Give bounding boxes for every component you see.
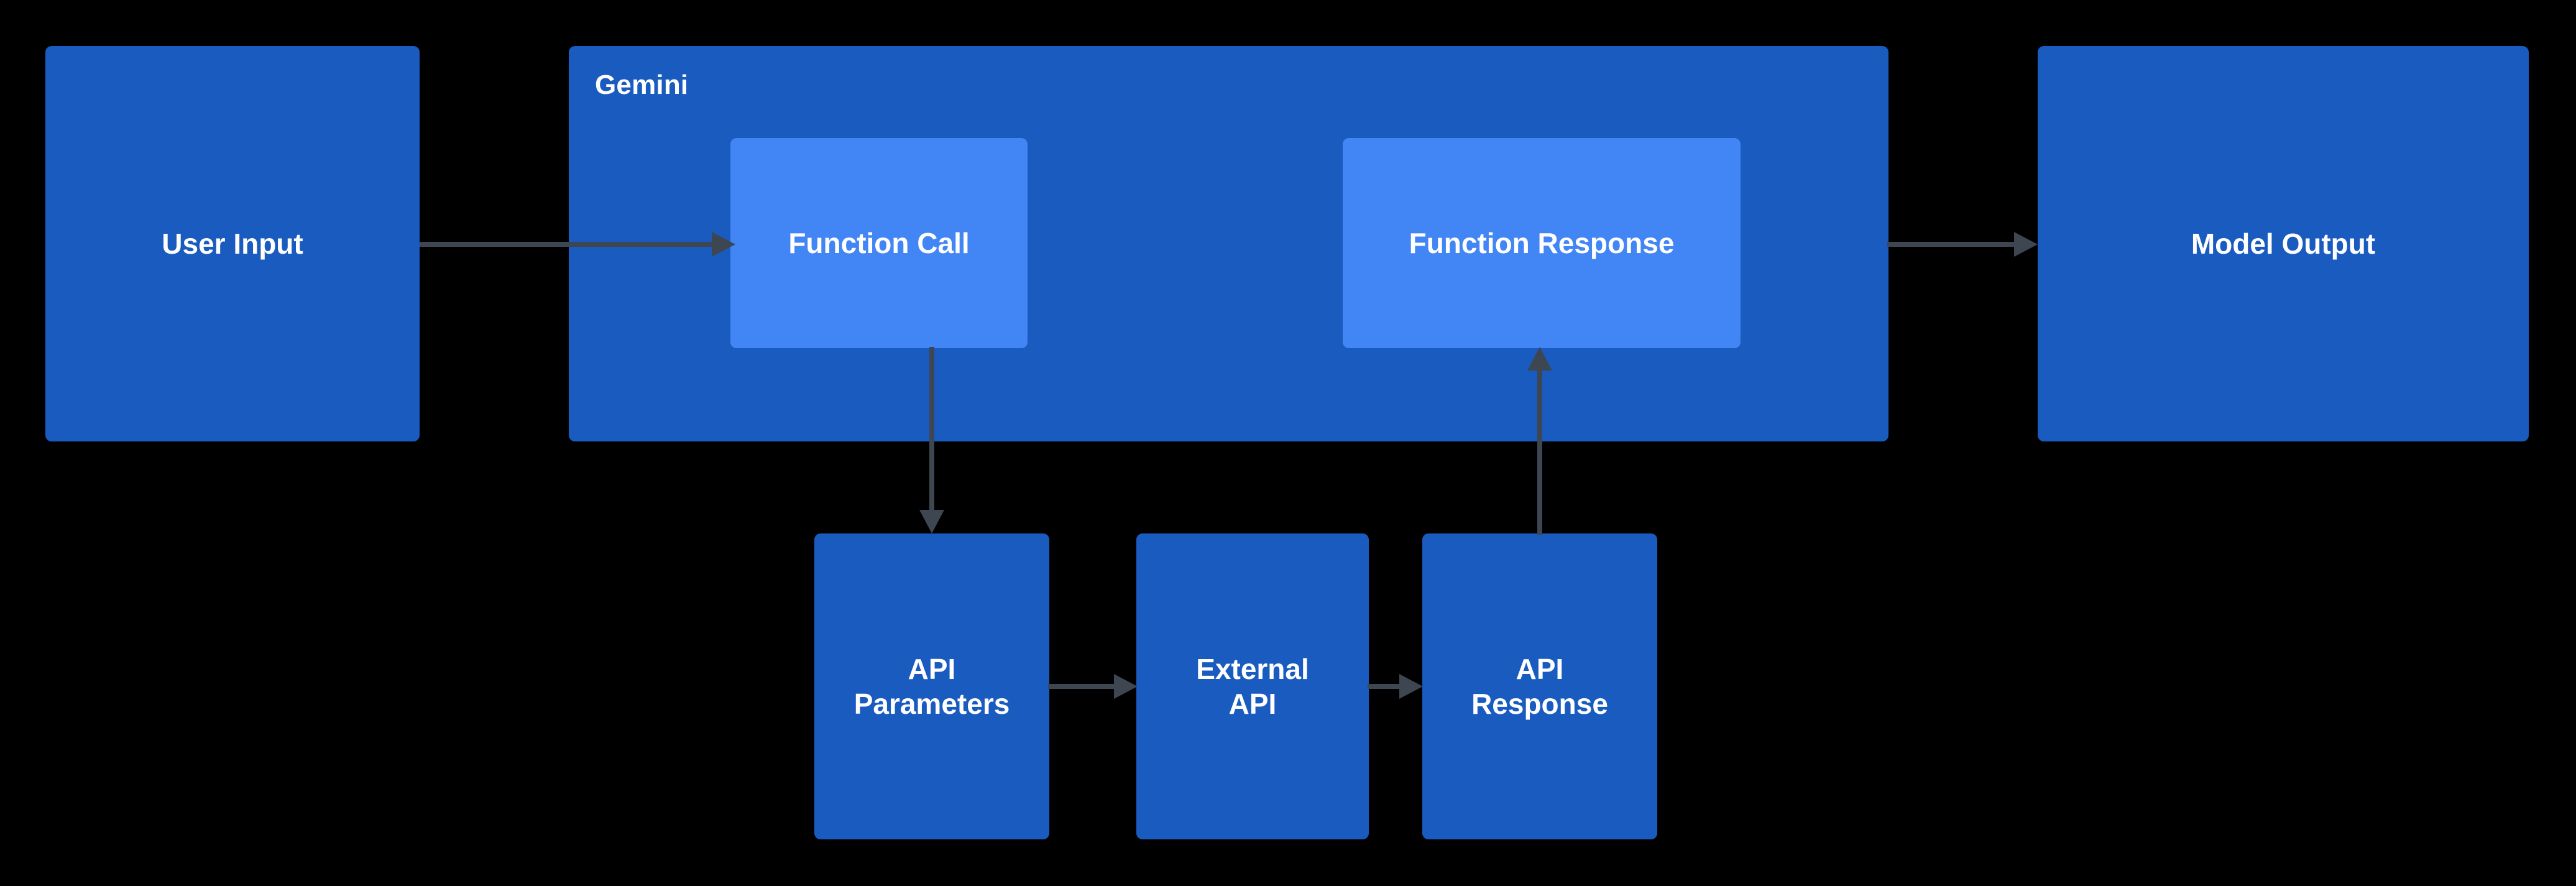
node-external-api-label: External API — [1196, 652, 1309, 720]
node-model-output-label: Model Output — [2191, 227, 2376, 260]
node-function-call-label: Function Call — [788, 226, 970, 259]
group-gemini-label: Gemini — [595, 70, 689, 100]
node-external-api[interactable]: External API — [1136, 533, 1369, 839]
node-api-parameters-label: API Parameters — [853, 652, 1010, 720]
node-api-response[interactable]: API Response — [1422, 533, 1657, 839]
node-user-input-label: User Input — [162, 227, 303, 260]
node-function-response-label: Function Response — [1409, 226, 1675, 259]
edge-gemini-to-model-output — [1887, 232, 2038, 257]
node-api-parameters[interactable]: API Parameters — [814, 533, 1049, 839]
node-function-response[interactable]: Function Response — [1343, 138, 1741, 348]
node-api-response-label: API Response — [1471, 652, 1608, 720]
node-user-input[interactable]: User Input — [45, 46, 420, 441]
edge-api-parameters-to-external-api — [1048, 674, 1138, 699]
node-model-output[interactable]: Model Output — [2038, 46, 2529, 441]
node-function-call[interactable]: Function Call — [730, 138, 1028, 348]
